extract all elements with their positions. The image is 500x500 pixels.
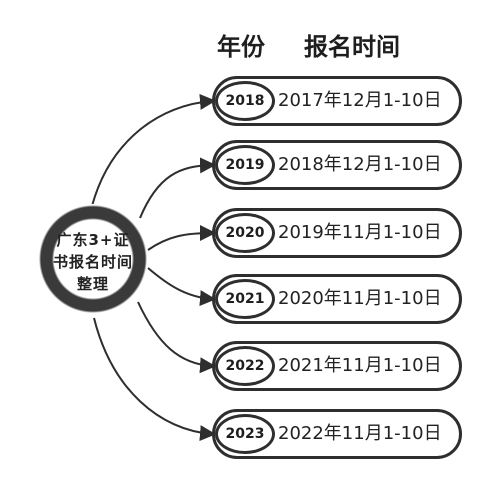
header-time-label: 报名时间 xyxy=(304,33,400,61)
arrow-to-2021 xyxy=(147,267,216,307)
year-badge: 2023 xyxy=(215,414,275,454)
registration-time: 2020年11月1-10日 xyxy=(278,288,442,309)
year-badge: 2022 xyxy=(215,346,275,386)
row-2018: 2018 2017年12月1-10日 xyxy=(212,76,462,126)
registration-time: 2022年11月1-10日 xyxy=(278,423,442,444)
year-badge: 2021 xyxy=(215,279,275,319)
center-hub xyxy=(38,204,148,314)
center-hub-text: 广东3+证 书报名时间 整理 xyxy=(46,229,140,295)
center-line-1: 广东3+证 xyxy=(56,231,130,249)
arrow-to-2020 xyxy=(147,225,216,251)
year-badge: 2020 xyxy=(215,213,275,253)
arrow-to-2019 xyxy=(139,157,216,219)
arrow-to-2018 xyxy=(91,93,216,207)
center-line-2: 书报名时间 xyxy=(52,253,133,271)
row-2019: 2019 2018年12月1-10日 xyxy=(212,140,462,190)
center-line-3: 整理 xyxy=(76,275,109,293)
registration-time: 2017年12月1-10日 xyxy=(278,90,442,111)
registration-time: 2019年11月1-10日 xyxy=(278,222,442,243)
registration-time: 2021年11月1-10日 xyxy=(278,355,442,376)
row-2022: 2022 2021年11月1-10日 xyxy=(212,341,462,391)
arrow-to-2022 xyxy=(137,301,216,374)
arrow-to-2023 xyxy=(93,317,216,442)
row-2020: 2020 2019年11月1-10日 xyxy=(212,208,462,258)
row-2023: 2023 2022年11月1-10日 xyxy=(212,409,462,459)
header-year-label: 年份 xyxy=(217,33,265,61)
row-2021: 2021 2020年11月1-10日 xyxy=(212,274,462,324)
year-badge: 2019 xyxy=(215,145,275,185)
year-badge: 2018 xyxy=(215,81,275,121)
registration-time: 2018年12月1-10日 xyxy=(278,154,442,175)
